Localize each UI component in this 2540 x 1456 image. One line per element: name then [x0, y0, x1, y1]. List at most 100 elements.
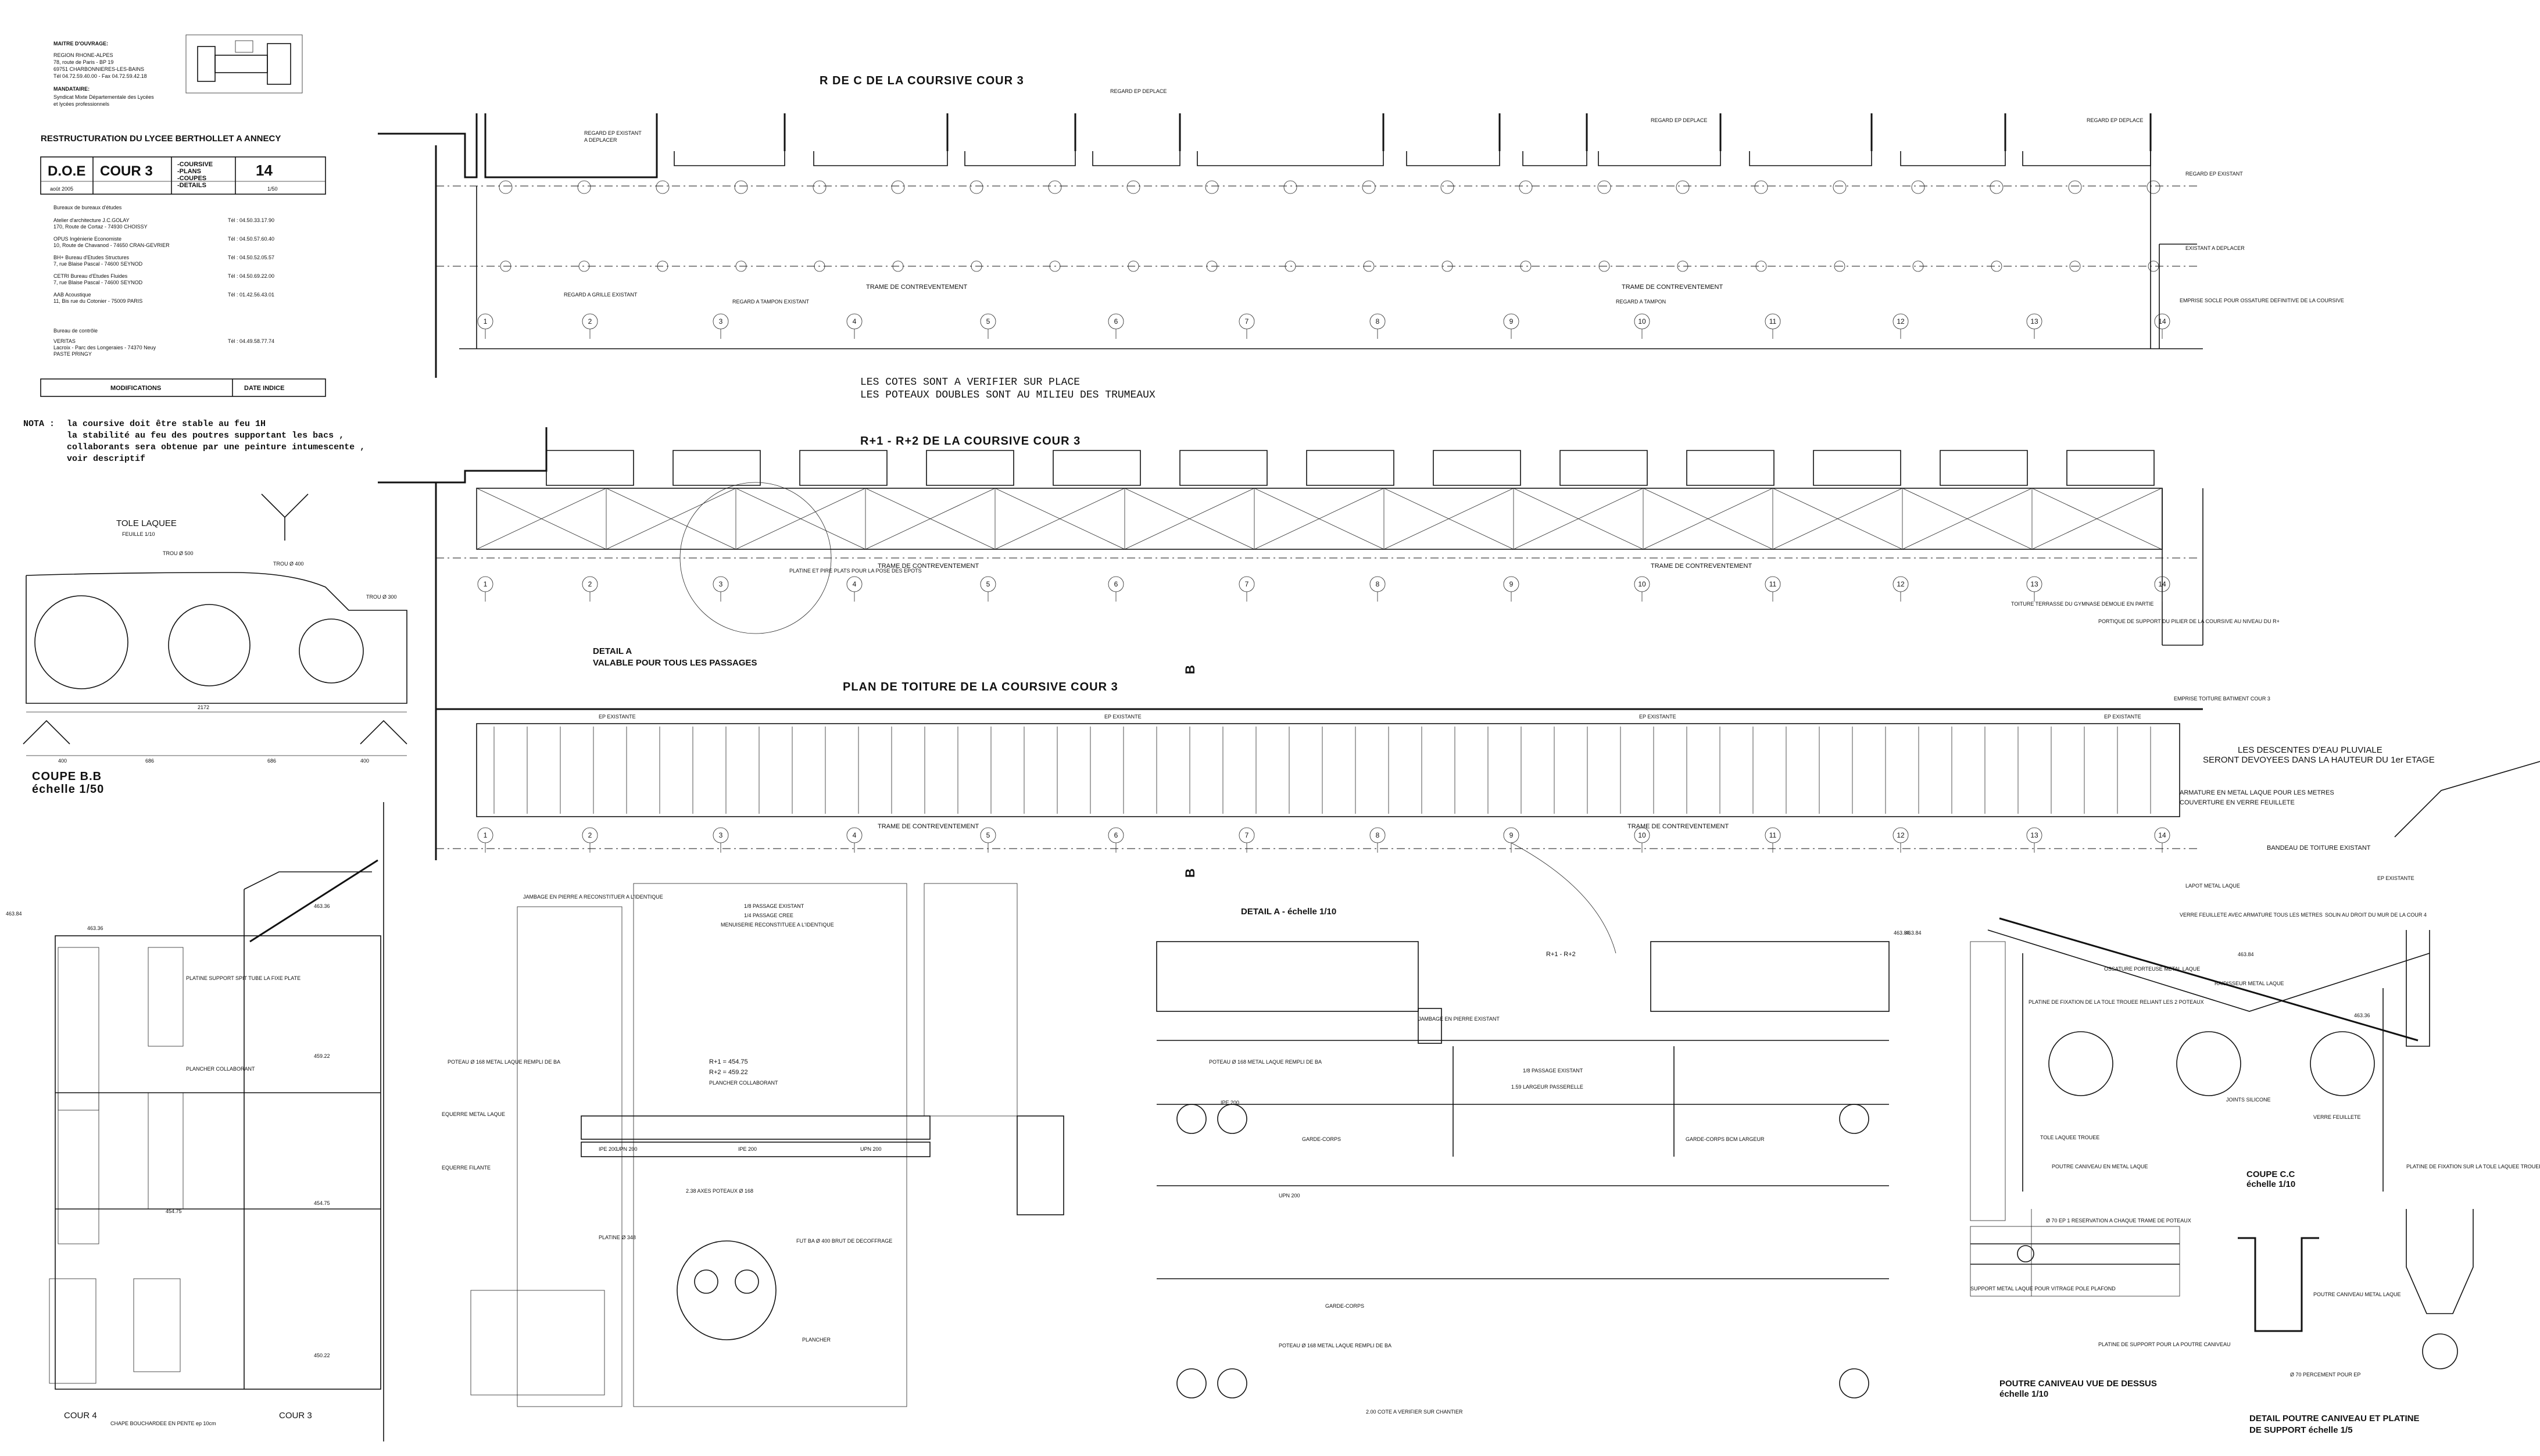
svg-text:TROU Ø 400: TROU Ø 400: [273, 561, 304, 567]
svg-text:voir descriptif: voir descriptif: [67, 454, 145, 464]
svg-text:BH+ Bureau d'Etudes Structures: BH+ Bureau d'Etudes Structures: [53, 255, 130, 260]
svg-text:PASTE PRINGY: PASTE PRINGY: [53, 351, 92, 357]
maitre-line: Tél 04.72.59.40.00 - Fax 04.72.59.42.18: [53, 73, 147, 79]
axis-label: 3: [719, 317, 723, 325]
svg-text:459.22: 459.22: [314, 1053, 330, 1059]
column-circle: [891, 180, 905, 194]
svg-text:1.59 LARGEUR PASSERELLE: 1.59 LARGEUR PASSERELLE: [1511, 1084, 1583, 1090]
detail-a: DETAIL A - échelle 1/10 R+1 - R+2 JAMBAG…: [1156, 842, 1890, 1415]
svg-text:REGARD EP DEPLACE: REGARD EP DEPLACE: [1651, 117, 1707, 123]
maitre-line: REGION RHONE-ALPES: [53, 52, 113, 58]
caniveau-detail-title: DETAIL POUTRE CANIVEAU ET PLATINE: [2249, 1414, 2420, 1423]
column-circle: [2147, 180, 2160, 194]
svg-text:EP EXISTANTE: EP EXISTANTE: [2104, 714, 2141, 720]
column-circle: [970, 180, 983, 194]
svg-text:LAPOT METAL LAQUE: LAPOT METAL LAQUE: [2185, 883, 2240, 889]
svg-text:CHAPE BOUCHARDEE EN PENTE ep 1: CHAPE BOUCHARDEE EN PENTE ep 10cm: [110, 1421, 216, 1426]
svg-text:R+2 = 459.22: R+2 = 459.22: [709, 1069, 748, 1076]
axis-label: 12: [1897, 317, 1905, 325]
column-circle: [1362, 180, 1376, 194]
svg-text:COUR 3: COUR 3: [279, 1411, 312, 1421]
svg-text:PORTIQUE DE SUPPORT DU PILIER: PORTIQUE DE SUPPORT DU PILIER DE LA COUR…: [2098, 618, 2280, 624]
svg-text:PLANCHER: PLANCHER: [802, 1337, 831, 1343]
axis-label: 10: [1638, 317, 1646, 325]
section-marker-b: B: [1183, 868, 1197, 878]
svg-text:463.84: 463.84: [2238, 951, 2254, 957]
column-circle: [1834, 260, 1845, 272]
axis-label: 10: [1638, 831, 1646, 839]
plan-toiture-title: PLAN DE TOITURE DE LA COURSIVE COUR 3: [843, 681, 1118, 693]
svg-text:7, rue Blaise Pascal - 74600 S: 7, rue Blaise Pascal - 74600 SEYNOD: [53, 280, 143, 285]
coupe-cc-title: COUPE C.C: [2246, 1169, 2295, 1179]
cotes-note: LES POTEAUX DOUBLES SONT AU MILIEU DES T…: [860, 389, 1155, 401]
plan-rdc: R DE C DE LA COURSIVE COUR 3 TRAME DE CO…: [378, 74, 2344, 401]
axis-label: 7: [1245, 831, 1249, 839]
svg-text:R+1 = 454.75: R+1 = 454.75: [709, 1058, 748, 1065]
svg-text:Tél : 04.50.33.17.90: Tél : 04.50.33.17.90: [228, 217, 274, 223]
axis-label: 13: [2030, 831, 2038, 839]
svg-text:TRAME DE CONTREVENTEMENT: TRAME DE CONTREVENTEMENT: [878, 563, 979, 570]
svg-text:Lacroix - Parc des Longeraies: Lacroix - Parc des Longeraies - 74370 Ne…: [53, 345, 156, 350]
svg-text:REGARD EP DEPLACE: REGARD EP DEPLACE: [1110, 88, 1167, 94]
nota-block: NOTA : la coursive doit être stable au f…: [23, 419, 365, 464]
column-circle: [1126, 180, 1140, 194]
date-header: DATE INDICE: [244, 385, 284, 392]
svg-text:454.75: 454.75: [166, 1208, 182, 1214]
key-plan: [185, 34, 303, 94]
axis-label: 10: [1638, 580, 1646, 588]
doe-label: D.O.E: [48, 163, 85, 179]
column-circle: [656, 180, 670, 194]
svg-text:Tél : 04.50.52.05.57: Tél : 04.50.52.05.57: [228, 255, 274, 260]
coupe-bb-scale: échelle 1/50: [32, 783, 104, 796]
column-circle: [577, 180, 591, 194]
plan-r1-title: R+1 - R+2 DE LA COURSIVE COUR 3: [860, 435, 1081, 448]
svg-text:EMPRISE TOITURE BATIMENT COUR: EMPRISE TOITURE BATIMENT COUR 3: [2174, 696, 2270, 702]
caniveau-scale: échelle 1/10: [1999, 1389, 2048, 1399]
column-circle: [1597, 180, 1611, 194]
svg-text:TRAME DE CONTREVENTEMENT: TRAME DE CONTREVENTEMENT: [1651, 563, 1752, 570]
axis-label: 13: [2030, 580, 2038, 588]
svg-text:TROU Ø 300: TROU Ø 300: [366, 594, 397, 600]
maitre-line: 69751 CHARBONNIERES-LES-BAINS: [53, 66, 144, 72]
sheet-date: août 2005: [50, 186, 73, 192]
svg-text:463.36: 463.36: [2354, 1013, 2370, 1018]
column-circle: [1833, 180, 1847, 194]
firms-list: Atelier d'architecture J.C.GOLAY 170, Ro…: [53, 217, 274, 304]
svg-text:2.38 AXES POTEAUX Ø 168: 2.38 AXES POTEAUX Ø 168: [686, 1188, 753, 1194]
plan-r1: R+1 - R+2 DE LA COURSIVE COUR 3 TRAME DE…: [378, 427, 2280, 709]
detail-a-note: VALABLE POUR TOUS LES PASSAGES: [593, 658, 757, 668]
axis-label: 4: [853, 580, 857, 588]
svg-text:7, rue Blaise Pascal - 74600 S: 7, rue Blaise Pascal - 74600 SEYNOD: [53, 261, 143, 267]
axis-label: 11: [1769, 580, 1777, 588]
svg-text:TRAME DE CONTREVENTEMENT: TRAME DE CONTREVENTEMENT: [1622, 284, 1723, 291]
plan-rdc-title: R DE C DE LA COURSIVE COUR 3: [820, 74, 1024, 87]
svg-text:1/4 PASSAGE CREE: 1/4 PASSAGE CREE: [744, 913, 793, 918]
axis-label: 12: [1897, 580, 1905, 588]
axis-label: 9: [1509, 580, 1514, 588]
svg-text:BANDEAU DE TOITURE EXISTANT: BANDEAU DE TOITURE EXISTANT: [2267, 845, 2371, 852]
project-title: RESTRUCTURATION DU LYCEE BERTHOLLET A AN…: [41, 134, 281, 144]
axis-label: 13: [2030, 317, 2038, 325]
sheet-number: 14: [256, 162, 273, 179]
coupe-bb: COUPE B.B échelle 1/50 463.84 463.36 463…: [6, 770, 384, 1441]
svg-text:REGARD EP EXISTANT: REGARD EP EXISTANT: [2185, 171, 2243, 177]
svg-text:UPN 200: UPN 200: [860, 1146, 882, 1152]
mandataire-line: et lycées professionnels: [53, 101, 110, 107]
svg-text:EQUERRE FILANTE: EQUERRE FILANTE: [442, 1165, 491, 1171]
mandataire-line: Syndicat Mixte Départementale des Lycées: [53, 94, 154, 100]
svg-text:Tél : 04.50.57.60.40: Tél : 04.50.57.60.40: [228, 236, 274, 242]
axis-label: 1: [484, 317, 488, 325]
svg-text:PLANCHER COLLABORANT: PLANCHER COLLABORANT: [709, 1080, 778, 1086]
svg-text:463.36: 463.36: [87, 925, 103, 931]
svg-text:686: 686: [145, 758, 154, 764]
column-circle: [1440, 180, 1454, 194]
svg-text:GARDE-CORPS BCM LARGEUR: GARDE-CORPS BCM LARGEUR: [1686, 1136, 1765, 1142]
svg-text:collaborants sera obtenue par: collaborants sera obtenue par une peintu…: [67, 442, 365, 452]
svg-text:EP EXISTANTE: EP EXISTANTE: [1639, 714, 1676, 720]
svg-text:GARDE-CORPS: GARDE-CORPS: [1325, 1303, 1364, 1309]
axis-label: 7: [1245, 317, 1249, 325]
svg-text:EQUERRE METAL LAQUE: EQUERRE METAL LAQUE: [442, 1111, 505, 1117]
tole-laquee-elevation: TOLE LAQUEE FEUILLE 1/10 TROU Ø 500 TROU…: [23, 493, 407, 764]
axis-label: 7: [1245, 580, 1249, 588]
